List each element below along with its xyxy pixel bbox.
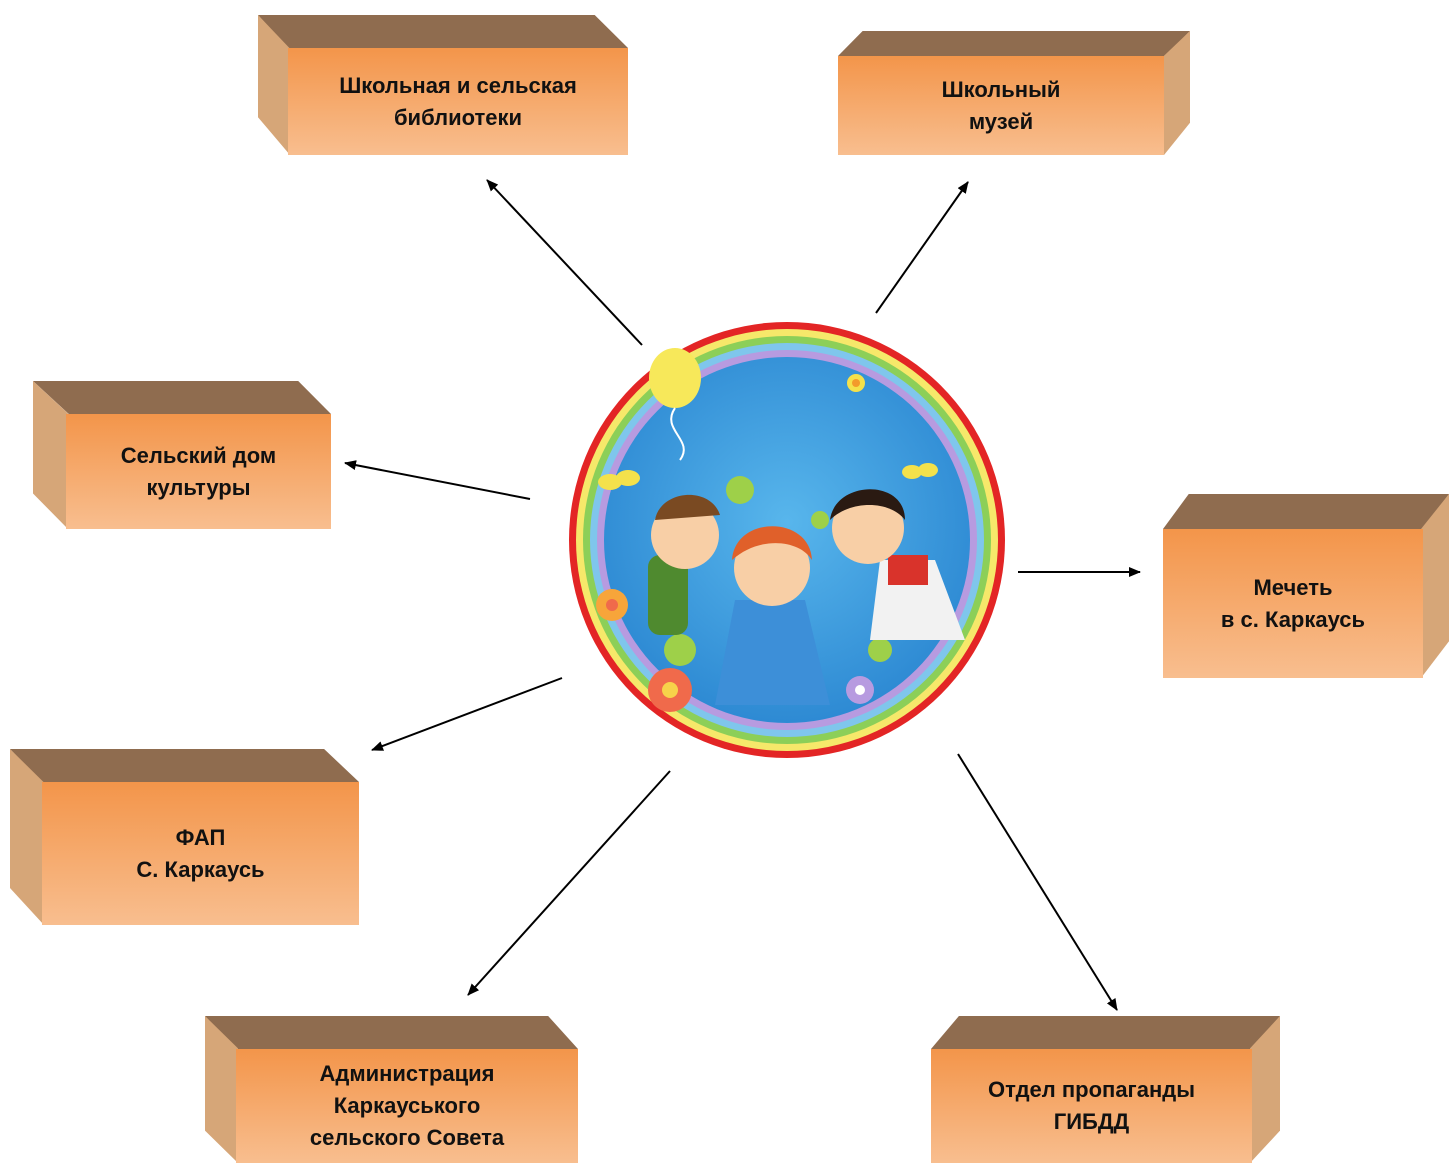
node-label: Отдел пропаганды ГИБДД xyxy=(987,1077,1195,1134)
flower-icon xyxy=(847,374,865,392)
center-illustration xyxy=(569,322,1005,758)
node-culture-house: Сельский дом культуры xyxy=(33,381,331,529)
butterfly-icon xyxy=(598,470,640,490)
balloon-icon xyxy=(649,348,701,461)
flower-icon xyxy=(648,668,692,712)
flower-icon xyxy=(596,589,628,621)
arrow-to-gibdd xyxy=(957,753,1118,1011)
node-label: Администрация Каркауського сельского Сов… xyxy=(309,1061,505,1150)
node-label: Сельский дом культуры xyxy=(120,442,277,500)
node-label: Школьный музей xyxy=(941,76,1061,134)
node-label: Мечеть в с. Каркаусь xyxy=(1220,574,1366,632)
arrow-to-culture-house xyxy=(344,460,531,500)
butterfly-icon xyxy=(902,463,938,479)
arrow-to-museum xyxy=(875,181,969,314)
node-label: ФАП С. Каркаусь xyxy=(136,824,265,882)
node-mosque: Мечеть в с. Каркаусь xyxy=(1163,494,1449,678)
node-label: Школьная и сельская библиотеки xyxy=(339,72,577,130)
flower-icon xyxy=(846,676,874,704)
node-gibdd: Отдел пропаганды ГИБДД xyxy=(931,1016,1280,1163)
child-boy xyxy=(648,494,720,635)
child-girl-right xyxy=(830,489,965,640)
arrow-to-libraries xyxy=(486,179,643,346)
node-libraries: Школьная и сельская библиотеки xyxy=(258,15,628,155)
child-girl-center xyxy=(715,526,830,705)
node-museum: Школьный музей xyxy=(838,31,1190,155)
node-administration: Администрация Каркауського сельского Сов… xyxy=(205,1016,578,1163)
arrow-to-fap xyxy=(371,677,563,751)
arrow-to-administration xyxy=(467,770,671,996)
node-fap: ФАП С. Каркаусь xyxy=(10,749,359,925)
